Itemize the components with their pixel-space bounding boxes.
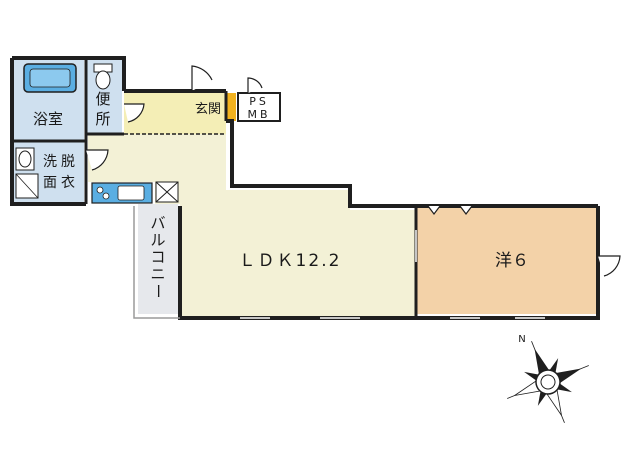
windows xyxy=(240,230,545,319)
balcony-label-char: ル xyxy=(150,231,165,249)
compass-north-label: N xyxy=(518,334,525,345)
ldk-label: ＬＤＫ12.2 xyxy=(239,251,342,271)
entrance-door-icon xyxy=(191,65,213,91)
toilet-label-char-2: 所 xyxy=(95,110,110,128)
kitchen-counter-icon xyxy=(91,182,153,204)
toilet-label-char-1: 便 xyxy=(95,90,110,108)
toilet-icon xyxy=(93,63,113,90)
western-room-label: 洋６ xyxy=(495,251,529,271)
western-room-floor xyxy=(416,204,596,314)
western-sliding-door-icon xyxy=(427,205,441,215)
washroom-door-icon xyxy=(86,149,109,171)
washroom-label-char: 脱 xyxy=(61,154,75,170)
balcony-label-char: コ xyxy=(150,248,165,266)
ps-mb-box xyxy=(237,92,281,122)
entrance-label: 玄関 xyxy=(195,102,221,117)
refrigerator-space-icon xyxy=(155,181,179,203)
balcony-label-char: ニ xyxy=(150,265,165,283)
wash-basin-icon xyxy=(15,147,35,171)
balcony-floor xyxy=(138,204,178,314)
ps-accent xyxy=(226,93,236,121)
mb-label: MB xyxy=(247,108,270,121)
doors xyxy=(86,65,621,277)
ldk-floor xyxy=(88,134,416,318)
ps-label: PS xyxy=(249,95,269,108)
ps-door-icon xyxy=(247,77,263,93)
toilet-door-icon xyxy=(124,103,145,123)
balcony-label-char: ー xyxy=(149,283,167,298)
washroom-label-char: 洗 xyxy=(43,154,57,170)
washroom-label-char: 面 xyxy=(43,175,57,191)
compass-icon xyxy=(507,341,589,423)
western-exterior-door-icon xyxy=(598,255,621,277)
bathroom-label: 浴室 xyxy=(33,110,63,128)
washroom-label-char: 衣 xyxy=(61,175,75,191)
balcony-label-char: バ xyxy=(150,214,165,232)
